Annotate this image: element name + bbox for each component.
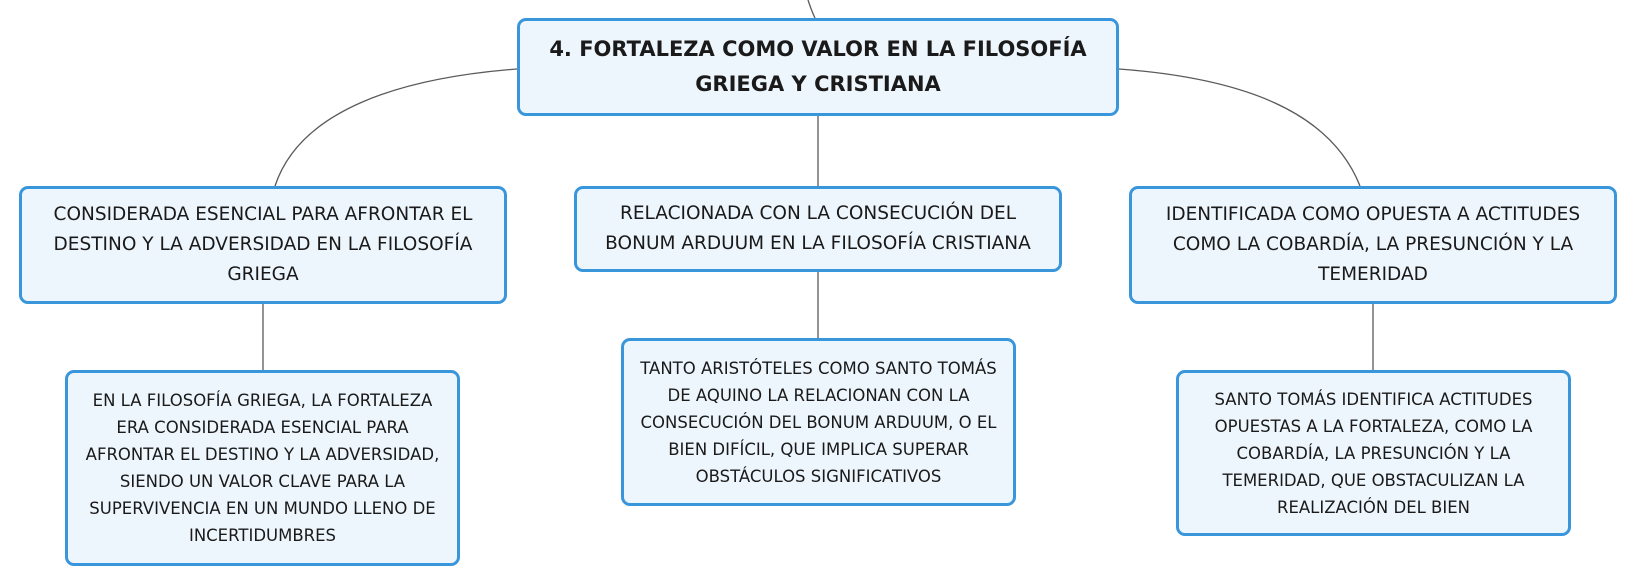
subtopic-text: SANTO TOMÁS IDENTIFICA ACTITUDES OPUESTA… — [1214, 389, 1533, 517]
subtopic-node-christian-detail[interactable]: TANTO ARISTÓTELES COMO SANTO TOMÁS DE AQ… — [621, 338, 1016, 506]
subtopic-node-attitudes-detail[interactable]: SANTO TOMÁS IDENTIFICA ACTITUDES OPUESTA… — [1176, 370, 1571, 536]
topic-node-christian-philosophy[interactable]: RELACIONADA CON LA CONSECUCIÓN DEL BONUM… — [574, 186, 1062, 272]
topic-node-greek-philosophy[interactable]: CONSIDERADA ESENCIAL PARA AFRONTAR EL DE… — [19, 186, 507, 304]
topic-text: CONSIDERADA ESENCIAL PARA AFRONTAR EL DE… — [53, 204, 473, 285]
connector-root-to-right — [1118, 68, 1361, 187]
connector-root-incoming — [807, 0, 816, 19]
topic-text: IDENTIFICADA COMO OPUESTA A ACTITUDES CO… — [1165, 204, 1581, 285]
central-topic-node[interactable]: 4. FORTALEZA COMO VALOR EN LA FILOSOFÍA … — [517, 18, 1119, 116]
topic-node-opposite-attitudes[interactable]: IDENTIFICADA COMO OPUESTA A ACTITUDES CO… — [1129, 186, 1617, 304]
subtopic-text: EN LA FILOSOFÍA GRIEGA, LA FORTALEZA ERA… — [85, 391, 440, 545]
subtopic-node-greek-detail[interactable]: EN LA FILOSOFÍA GRIEGA, LA FORTALEZA ERA… — [65, 370, 460, 566]
connector-root-to-left — [274, 68, 518, 187]
topic-text: RELACIONADA CON LA CONSECUCIÓN DEL BONUM… — [605, 203, 1031, 254]
subtopic-text: TANTO ARISTÓTELES COMO SANTO TOMÁS DE AQ… — [640, 358, 997, 486]
central-topic-text: 4. FORTALEZA COMO VALOR EN LA FILOSOFÍA … — [549, 37, 1087, 96]
